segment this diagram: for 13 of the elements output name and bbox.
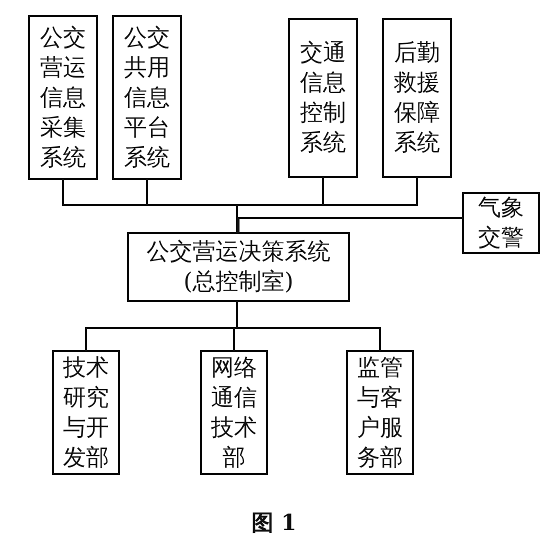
- connector-line: [236, 302, 381, 350]
- department-box: 网络通信技术部: [200, 350, 268, 475]
- department-box: 技术研究与开发部: [52, 350, 120, 475]
- department-box: 监管与客户服务部: [346, 350, 414, 475]
- system-box: 交通信息控制系统: [288, 18, 358, 178]
- connector-line: [236, 178, 418, 232]
- connector-line: [238, 217, 462, 232]
- system-box: 后勤救援保障系统: [382, 18, 452, 178]
- department-box: 气象交警: [462, 192, 540, 254]
- system-box: 公交共用信息平台系统: [112, 15, 182, 180]
- control-center-box: 公交营运决策系统(总控制室): [127, 232, 350, 302]
- figure-caption: 图 1: [250, 509, 298, 538]
- system-box: 公交营运信息采集系统: [28, 15, 98, 180]
